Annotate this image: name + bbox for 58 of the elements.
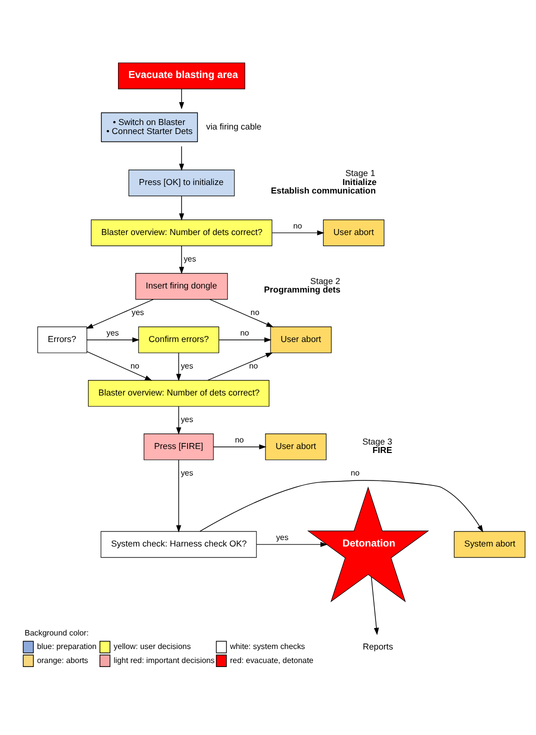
legend-label: blue: preparation — [36, 642, 97, 651]
node-box: User abort — [323, 219, 384, 246]
edge-label: no — [249, 361, 258, 370]
arrow — [200, 480, 484, 532]
arrow — [272, 230, 324, 235]
arrow — [213, 444, 266, 449]
label: Stage 3 — [362, 436, 392, 446]
edge-label: yes — [276, 532, 288, 542]
arrow — [179, 145, 184, 170]
arrow — [256, 541, 328, 546]
arrow — [86, 336, 140, 342]
arrow — [370, 576, 379, 635]
node-box: Confirm errors? — [138, 326, 220, 353]
arrow — [210, 298, 274, 327]
arrow — [176, 352, 182, 381]
node-text: Reports — [362, 640, 394, 651]
legend-label: white: system checks — [230, 642, 306, 651]
node-box: User abort — [270, 326, 332, 353]
label: Establish communication — [270, 184, 376, 195]
arrow — [86, 298, 154, 328]
node-box: Press [OK] to initialize — [128, 169, 235, 196]
node-box: System abort — [454, 530, 526, 558]
label: Stage 1 — [345, 168, 376, 178]
arrow — [179, 88, 184, 109]
arrow — [179, 195, 184, 220]
node-box: Blaster overview: Number of dets correct? — [90, 219, 272, 246]
arrow — [176, 406, 182, 434]
edge-label: yes — [184, 254, 196, 264]
edge-label: no — [293, 220, 302, 230]
edge-label: yes — [106, 328, 119, 337]
edge-label: yes — [180, 468, 194, 478]
node-label: via firing cable — [206, 120, 262, 131]
arrow — [179, 245, 184, 274]
edge-label: no — [235, 434, 244, 444]
label: Background color: — [24, 628, 89, 637]
node-box: Press [FIRE] — [144, 433, 214, 460]
node-box: Errors? — [37, 326, 88, 353]
edge-label: no — [350, 468, 360, 478]
arrow — [86, 350, 152, 380]
legend-label: red: evacuate, detonate — [230, 655, 314, 664]
edge-label: no — [240, 328, 250, 337]
arrow — [176, 459, 182, 532]
node-box: User abort — [265, 433, 326, 460]
node-box: Insert firing dongle — [135, 272, 228, 300]
arrow — [207, 352, 273, 380]
edge-label: yes — [132, 308, 144, 317]
edge-label: yes — [180, 414, 194, 424]
node-box: Blaster overview: Number of dets correct? — [88, 380, 270, 406]
legend-label: yellow: user decisions — [114, 642, 191, 651]
arrow — [218, 336, 272, 342]
node-box: Evacuate blasting area — [118, 62, 246, 89]
edge-label: yes — [180, 361, 194, 370]
edge-label: no — [250, 308, 260, 317]
legend-label: orange: aborts — [36, 655, 88, 664]
label: Stage 2 — [310, 275, 340, 286]
edge-label: no — [130, 361, 140, 370]
node-box: System check: Harness check OK? — [100, 530, 257, 558]
legend-label: light red: important decisions — [114, 655, 215, 664]
